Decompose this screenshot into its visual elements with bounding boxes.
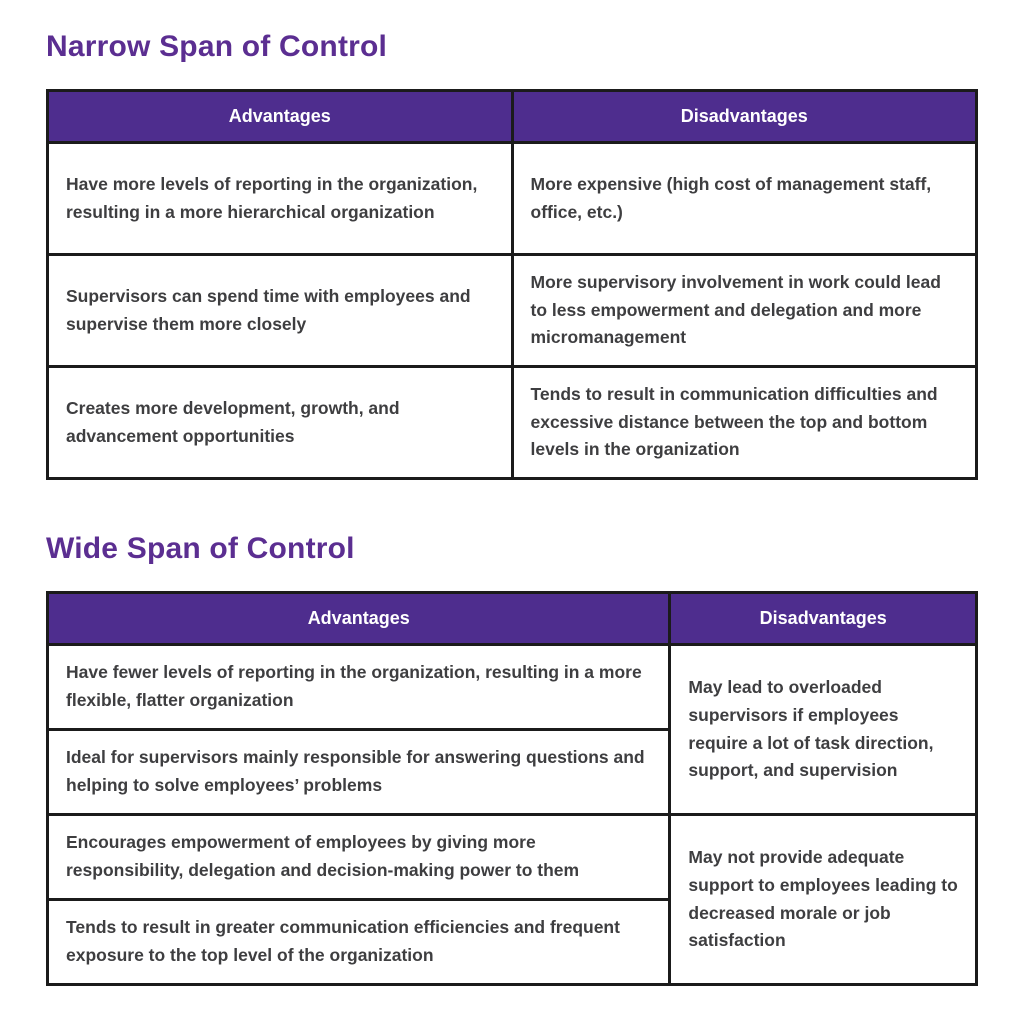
narrow-disadvantage-cell: Tends to result in communication difficu… [510,365,978,480]
wide-disadvantage-cell: May lead to overloaded supervisors if em… [668,643,978,816]
wide-span-table: Advantages Disadvantages Have fewer leve… [45,591,978,986]
table-row: Have more levels of reporting in the org… [46,141,978,256]
wide-advantages-header: Advantages [45,591,672,646]
narrow-advantage-cell: Creates more development, growth, and ad… [46,365,514,480]
wide-advantage-cell: Ideal for supervisors mainly responsible… [45,728,672,816]
wide-advantage-cell: Tends to result in greater communication… [45,898,672,986]
narrow-header-row: Advantages Disadvantages [46,89,978,144]
wide-advantage-cell: Have fewer levels of reporting in the or… [45,643,672,731]
wide-disadvantages-header: Disadvantages [668,591,978,646]
table-row: Creates more development, growth, and ad… [46,365,978,480]
wide-advantage-cell: Encourages empowerment of employees by g… [45,813,672,901]
table-row: Tends to result in greater communication… [45,898,977,986]
narrow-advantage-cell: Have more levels of reporting in the org… [46,141,514,256]
narrow-span-title: Narrow Span of Control [46,30,388,63]
table-row: Ideal for supervisors mainly responsible… [45,728,977,816]
wide-span-title: Wide Span of Control [46,532,355,565]
wide-disadvantage-cell: May not provide adequate support to empl… [668,813,978,986]
table-row: Have fewer levels of reporting in the or… [45,643,978,816]
narrow-disadvantage-cell: More expensive (high cost of management … [510,141,978,256]
narrow-disadvantages-header: Disadvantages [510,89,978,144]
narrow-disadvantage-cell: More supervisory involvement in work cou… [510,253,978,368]
narrow-advantage-cell: Supervisors can spend time with employee… [46,253,514,368]
narrow-span-table: Advantages Disadvantages Have more level… [46,89,978,480]
wide-header-row: Advantages Disadvantages [45,591,978,646]
narrow-advantages-header: Advantages [46,89,514,144]
table-row: Supervisors can spend time with employee… [46,253,978,368]
table-row: Encourages empowerment of employees by g… [45,813,978,986]
